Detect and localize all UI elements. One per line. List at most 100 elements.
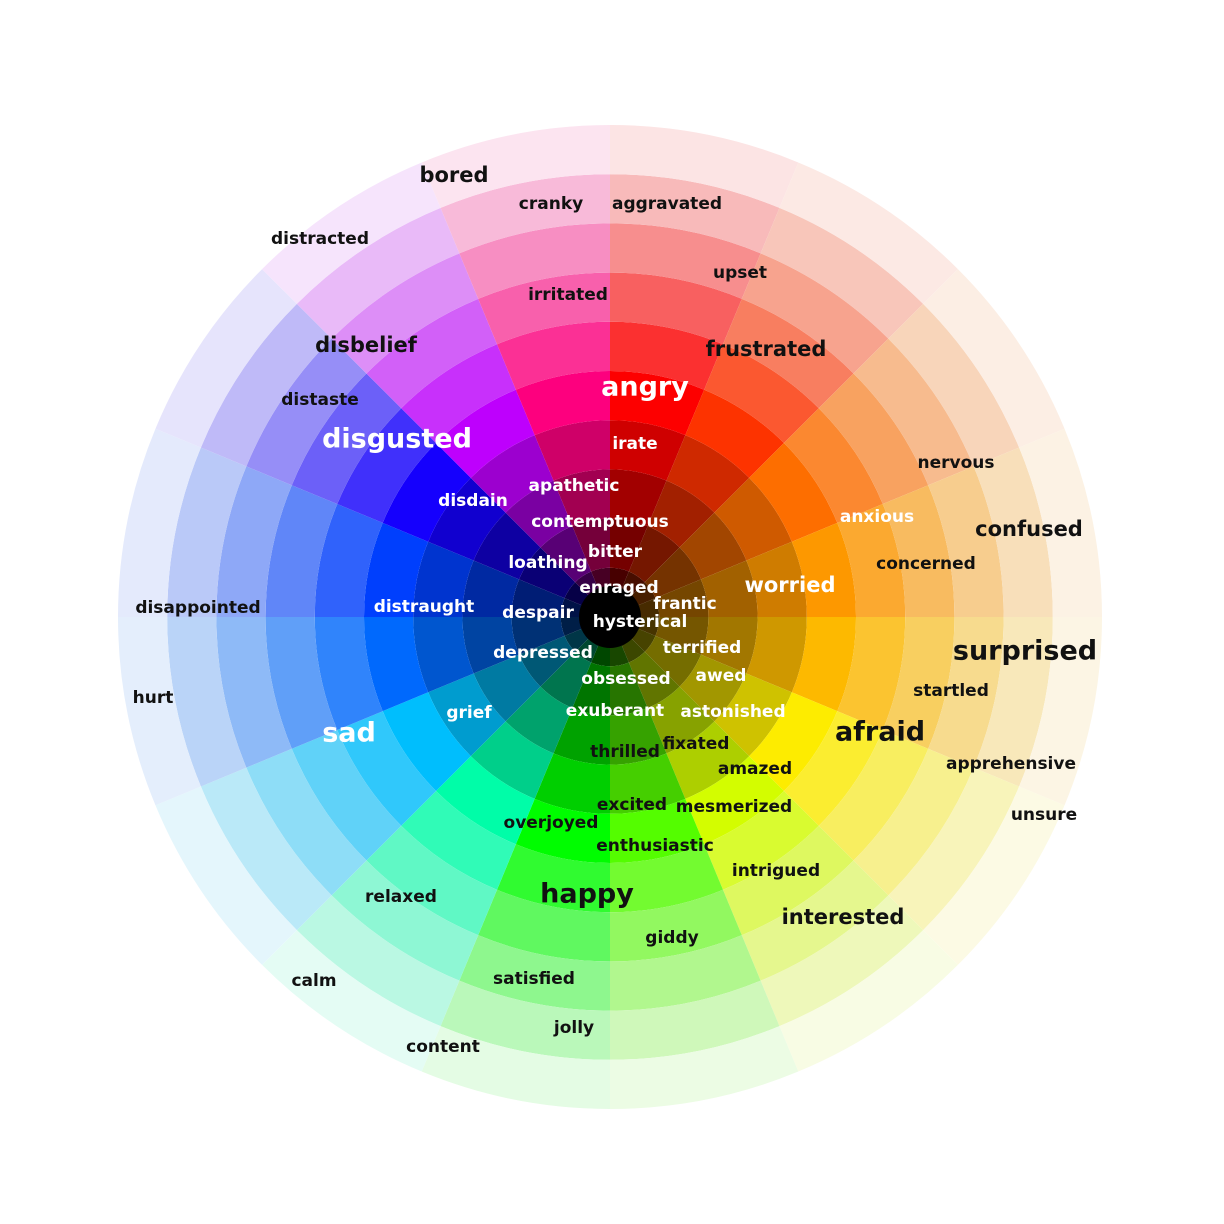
emotion-label-grief: grief <box>446 703 492 723</box>
wheel-sectors <box>118 125 1102 1109</box>
wheel-cell <box>262 162 441 304</box>
wheel-cell <box>644 635 701 687</box>
wheel-cell <box>519 547 576 599</box>
wheel-cell <box>610 753 686 814</box>
wheel-cell <box>200 303 332 467</box>
emotion-label-distaste: distaste <box>281 390 359 410</box>
wheel-cell <box>700 617 758 674</box>
emotion-label-enthusiastic: enthusiastic <box>596 836 714 856</box>
emotion-label-astonished: astonished <box>680 702 785 722</box>
emotion-label-happy: happy <box>540 879 634 910</box>
wheel-cell <box>167 447 247 617</box>
wheel-cell <box>473 654 541 722</box>
wheel-cell <box>888 303 1020 467</box>
wheel-cell <box>478 272 610 345</box>
emotion-label-afraid: afraid <box>835 717 925 748</box>
wheel-cell <box>666 721 750 799</box>
wheel-cell <box>888 767 1020 931</box>
wheel-cell <box>167 617 247 787</box>
wheel-cell <box>553 707 610 765</box>
wheel-cell <box>155 269 297 448</box>
wheel-cell <box>853 338 974 486</box>
emotion-label-anxious: anxious <box>840 507 914 527</box>
wheel-cell <box>401 790 516 890</box>
wheel-cell <box>610 844 723 913</box>
wheel-cell <box>436 389 535 478</box>
wheel-cell <box>783 408 883 523</box>
wheel-cell <box>246 748 367 896</box>
wheel-cell <box>382 443 471 542</box>
wheel-cell <box>515 798 610 863</box>
emotion-label-frustrated: frustrated <box>706 337 827 361</box>
emotion-label-relaxed: relaxed <box>365 887 437 907</box>
wheel-cell <box>511 617 565 655</box>
wheel-cell <box>722 298 854 409</box>
wheel-cell <box>314 617 383 730</box>
wheel-cell <box>679 512 747 580</box>
emotion-label-contemptuous: contemptuous <box>531 512 669 532</box>
emotion-label-disbelief: disbelief <box>315 333 418 357</box>
wheel-cell <box>421 1026 610 1109</box>
wheel-cell <box>928 617 1004 768</box>
wheel-cell <box>704 344 819 444</box>
wheel-cell <box>746 541 807 617</box>
wheel-cell <box>314 504 383 617</box>
wheel-cell <box>685 756 784 845</box>
wheel-cell <box>265 617 338 749</box>
wheel-cell <box>783 711 883 826</box>
emotion-label-hysterical: hysterical <box>593 612 688 632</box>
wheel-cell <box>679 654 747 722</box>
emotion-label-angry: angry <box>601 372 689 403</box>
wheel-cell <box>470 721 554 799</box>
wheel-cell <box>511 579 565 617</box>
wheel-cell <box>837 504 906 617</box>
wheel-cell <box>610 1026 799 1109</box>
wheel-cell <box>459 935 610 1011</box>
wheel-cell <box>553 469 610 527</box>
emotion-label-irritated: irritated <box>528 285 608 305</box>
wheel-cell <box>760 895 924 1027</box>
wheel-cell <box>973 447 1053 617</box>
wheel-cell <box>440 980 610 1060</box>
emotion-label-apprehensive: apprehensive <box>946 754 1076 774</box>
wheel-cell <box>853 748 974 896</box>
emotion-label-mesmerized: mesmerized <box>676 797 792 817</box>
wheel-cell <box>741 253 889 374</box>
emotion-label-amazed: amazed <box>718 759 792 779</box>
wheel-cell <box>428 673 506 757</box>
wheel-cell <box>515 371 610 436</box>
wheel-cell <box>818 729 929 861</box>
wheel-cell <box>655 617 709 655</box>
emotion-label-content: content <box>406 1037 480 1057</box>
wheel-cell <box>647 480 715 548</box>
wheel-cell <box>331 253 479 374</box>
wheel-cell <box>540 651 592 708</box>
wheel-cell <box>428 477 506 561</box>
emotion-label-distraught: distraught <box>374 597 475 617</box>
emotion-label-fixated: fixated <box>663 734 730 754</box>
emotion-label-depressed: depressed <box>493 643 593 663</box>
wheel-cell <box>610 980 780 1060</box>
emotion-label-upset: upset <box>713 263 767 283</box>
emotion-label-exuberant: exuberant <box>566 701 664 721</box>
wheel-cell <box>505 686 573 754</box>
wheel-cell <box>610 935 761 1011</box>
wheel-cell <box>760 207 924 339</box>
emotion-label-sad: sad <box>322 718 376 749</box>
wheel-cell <box>534 753 610 814</box>
emotion-label-excited: excited <box>597 795 667 815</box>
emotion-label-calm: calm <box>291 971 336 991</box>
wheel-cell <box>413 541 474 617</box>
emotion-label-awed: awed <box>696 666 747 686</box>
emotion-label-despair: despair <box>502 603 574 623</box>
wheel-cell <box>779 162 958 304</box>
wheel-cell <box>628 651 680 708</box>
emotion-label-aggravated: aggravated <box>612 194 722 214</box>
wheel-cell <box>216 466 292 617</box>
wheel-cell <box>246 338 367 486</box>
wheel-cell <box>973 617 1053 787</box>
wheel-cell <box>628 526 680 583</box>
emotion-label-surprised: surprised <box>953 636 1097 667</box>
wheel-cell <box>572 518 610 572</box>
emotion-label-startled: startled <box>913 681 989 701</box>
